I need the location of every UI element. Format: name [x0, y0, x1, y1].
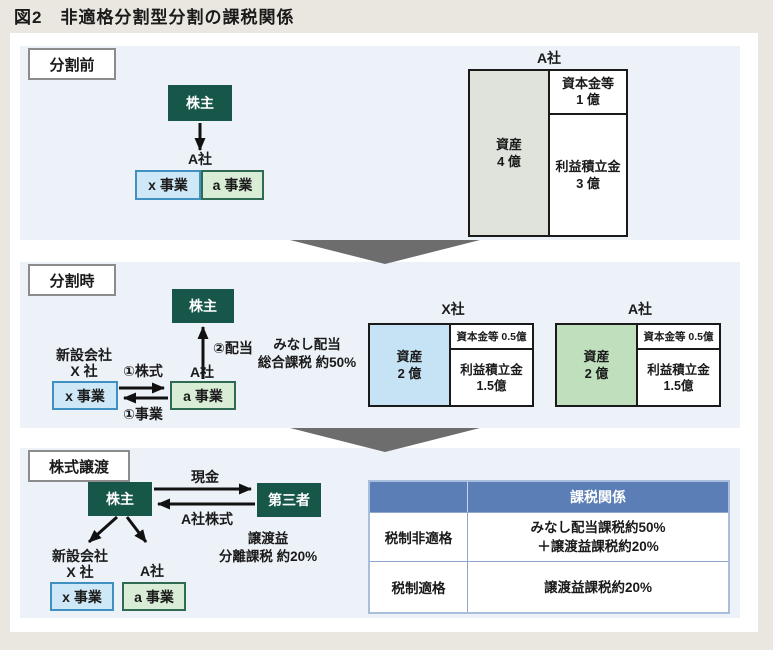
balance-sheet-title: A社: [627, 301, 653, 317]
tax-relation-table: 課税関係 税制非適格 みなし配当課税約50% ＋譲渡益課税約20% 税制適格 譲…: [368, 480, 730, 614]
business-x-box: x 事業: [52, 381, 118, 410]
arrow-cash-label: 現金: [191, 469, 219, 485]
bs-capital-cell: 資本金等 1 億: [550, 71, 626, 115]
table-category-cell: 税制非適格: [370, 513, 468, 561]
balance-sheet-title: A社: [536, 50, 562, 66]
down-chevron-icon: [290, 428, 480, 452]
balance-sheet-title: X社: [441, 301, 465, 317]
shareholder-box: 株主: [172, 289, 234, 323]
bs-assets-cell: 資産 2 億: [370, 325, 451, 405]
company-a-label: A社: [139, 563, 165, 579]
newco-x-label: 新設会社 X 社: [56, 347, 112, 379]
figure-title: 図2 非適格分割型分割の課税関係: [14, 8, 295, 27]
newco-x-label: 新設会社 X 社: [52, 548, 108, 580]
deemed-dividend-note: みなし配当 総合課税 約50%: [257, 337, 357, 370]
arrow-dividend-label: ②配当: [213, 340, 253, 356]
arrow-business-label: ①事業: [123, 406, 163, 422]
bs-assets-cell: 資産 2 億: [557, 325, 638, 405]
table-category-cell: 税制適格: [370, 562, 468, 612]
business-x-box: x 事業: [135, 170, 201, 200]
down-chevron-icon: [290, 240, 480, 264]
table-header-empty-cell: [370, 482, 468, 512]
section-label-transfer: 株式譲渡: [28, 450, 130, 482]
bs-capital-cell: 資本金等 0.5億: [451, 325, 532, 350]
company-a-label: A社: [189, 364, 215, 380]
shareholder-box: 株主: [88, 482, 152, 516]
balance-sheet-x-split: 資産 2 億 資本金等 0.5億 利益積立金 1.5億: [368, 323, 534, 407]
business-x-box: x 事業: [50, 582, 114, 611]
third-party-box: 第三者: [257, 483, 321, 517]
table-row: 税制適格 譲渡益課税約20%: [370, 561, 728, 612]
bs-assets-cell: 資産 4 億: [470, 71, 550, 235]
capital-gain-note: 譲渡益 分離課税 約20%: [218, 531, 318, 564]
balance-sheet-a-split: 資産 2 億 資本金等 0.5億 利益積立金 1.5億: [555, 323, 721, 407]
bs-retained-cell: 利益積立金 1.5億: [460, 362, 523, 393]
bs-retained-cell: 利益積立金 3 億: [555, 159, 621, 191]
panel-before-split: [20, 46, 740, 240]
balance-sheet-a-before: 資産 4 億 資本金等 1 億 利益積立金 3 億: [468, 69, 628, 237]
table-row: 税制非適格 みなし配当課税約50% ＋譲渡益課税約20%: [370, 512, 728, 561]
business-a-box: a 事業: [122, 582, 186, 611]
table-value-cell: 譲渡益課税約20%: [543, 579, 653, 595]
business-a-box: a 事業: [170, 381, 236, 410]
company-a-label: A社: [187, 151, 213, 167]
bs-retained-cell: 利益積立金 1.5億: [647, 362, 710, 393]
table-header-row: 課税関係: [370, 482, 728, 512]
business-a-box: a 事業: [201, 170, 264, 200]
table-value-cell: みなし配当課税約50% ＋譲渡益課税約20%: [530, 520, 666, 554]
shareholder-box: 株主: [168, 85, 232, 121]
arrow-shares-label: A社株式: [180, 511, 234, 527]
section-label-split: 分割時: [28, 264, 116, 296]
arrow-stock-label: ①株式: [123, 363, 163, 379]
section-label-before: 分割前: [28, 48, 116, 80]
bs-capital-cell: 資本金等 0.5億: [638, 325, 719, 350]
table-header-label: 課税関係: [570, 489, 626, 505]
